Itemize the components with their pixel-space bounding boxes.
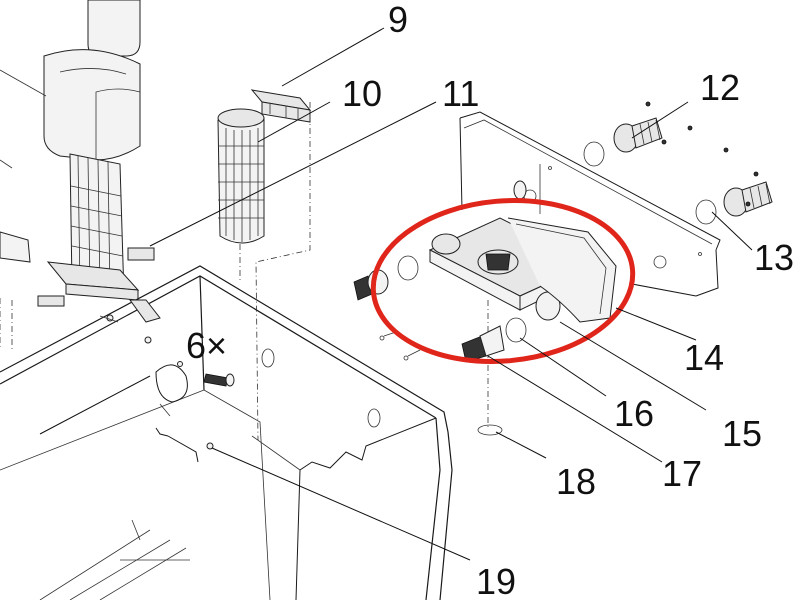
callout-9: 9 [388,0,408,40]
leader-lines [39,27,753,463]
small-pin [155,427,169,437]
drain-foot [477,424,503,436]
pump-connector-assembly [428,180,617,323]
main-tank-housing [0,265,453,600]
filter-cartridge-top [87,0,141,57]
callout-18: 18 [556,461,596,502]
screw-6x [203,373,235,387]
callout-17: 17 [662,453,702,494]
screw-set-right [645,101,759,207]
callout-16: 16 [614,393,654,434]
callout-15: 15 [722,413,762,454]
quantity-label-6x: 6× [186,325,227,366]
tank-floor-channel [39,519,190,600]
spacer-block-right [127,247,155,261]
hose-nozzle-12 [583,117,663,167]
rear-tank-housing [459,111,721,297]
bracket-left [0,231,31,263]
callout-11: 11 [442,73,479,114]
callout-14: 14 [684,337,724,378]
filter-basket-grid [46,153,140,301]
bracket-part-9 [250,89,312,123]
highlight-ring [370,198,636,364]
callout-12: 12 [700,67,740,108]
callout-19: 19 [476,561,516,600]
hose-nozzle-13 [695,181,773,225]
callout-13: 13 [754,237,794,278]
hose-connector-left [353,255,419,301]
spacer-block-left [37,295,65,307]
callout-10: 10 [342,73,382,114]
filter-cartridge-middle [43,49,141,161]
mounting-bracket [129,299,161,323]
hose-connector-bottom [461,317,527,363]
filter-cartridge-10 [217,108,265,244]
